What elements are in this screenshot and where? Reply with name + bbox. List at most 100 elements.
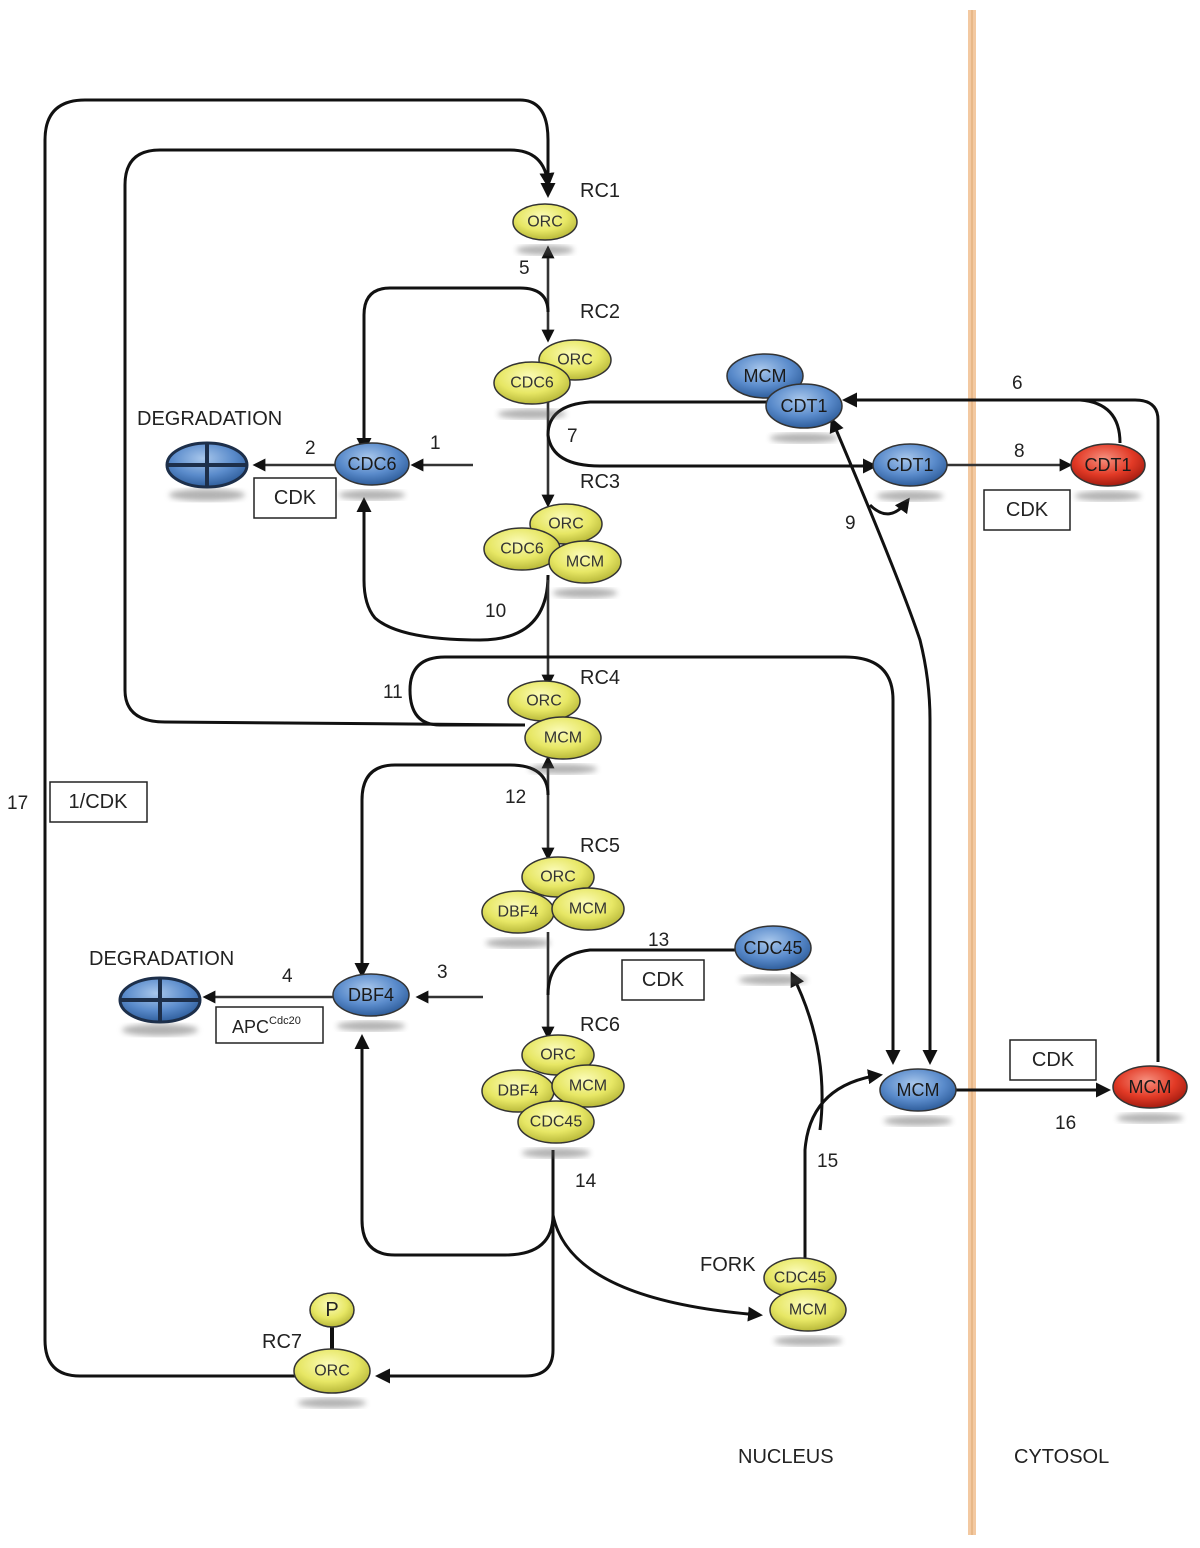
mcm-nucleus-node: MCM: [879, 1068, 957, 1126]
apc-label: APCCdc20: [232, 1015, 301, 1037]
rc5-dbf4-label: DBF4: [498, 904, 539, 921]
rc7-orc-label: ORC: [314, 1363, 350, 1380]
rc7-orc-node: ORC: [293, 1348, 371, 1408]
degradation-label-1: DEGRADATION: [137, 408, 282, 430]
cdc6-free-label: CDC6: [347, 454, 396, 474]
reaction-16: 16: [1055, 1113, 1076, 1134]
fork-mcm-node: MCM: [769, 1288, 847, 1346]
svg-text:1/CDK: 1/CDK: [69, 791, 129, 813]
cdk-box-13: CDK: [621, 959, 705, 1001]
rc1-orc-label: ORC: [527, 214, 563, 231]
mcm-cdt1-cdt1-node: CDT1: [765, 383, 843, 443]
rc6-orc-label: ORC: [540, 1047, 576, 1064]
rc6-orc-node: ORC: [521, 1034, 595, 1076]
edge-cdt1-mcm: [829, 417, 938, 1065]
cytosol-label: CYTOSOL: [1014, 1446, 1109, 1468]
rc4-mcm-node: MCM: [524, 716, 602, 774]
edge-12-dbf4: [354, 763, 550, 978]
rc6-dbf4-label: DBF4: [498, 1083, 539, 1100]
rc1-orc-node: ORC: [512, 203, 578, 255]
cdk-box-8: CDK: [983, 489, 1071, 531]
mcm-cdt1-mcm-label: MCM: [744, 366, 787, 386]
mcm-nucleus-label: MCM: [897, 1080, 940, 1100]
edge-7: [546, 400, 768, 468]
rc3-orc-label: ORC: [548, 516, 584, 533]
rc6-mcm-label: MCM: [569, 1078, 607, 1095]
mcm-cytosol-label: MCM: [1129, 1077, 1172, 1097]
edge-6-cdt1: [1079, 398, 1122, 444]
cdt1-nucleus-label: CDT1: [886, 455, 933, 475]
rc5-label: RC5: [580, 835, 620, 857]
fork-label: FORK: [700, 1254, 756, 1276]
edge-15-cdc45: [790, 971, 824, 1131]
rc6-mcm-node: MCM: [551, 1064, 625, 1108]
rc3-mcm-node: MCM: [548, 540, 622, 598]
reaction-2: 2: [305, 438, 316, 459]
rc5-orc-label: ORC: [540, 869, 576, 886]
rc7-p-label: P: [325, 1299, 338, 1321]
rc4-orc-node: ORC: [507, 680, 581, 722]
rc7-p-node: P: [309, 1292, 355, 1328]
reaction-10: 10: [485, 601, 506, 622]
reaction-6: 6: [1012, 373, 1023, 394]
rc2-orc-label: ORC: [557, 352, 593, 369]
rc3-cdc6-label: CDC6: [500, 541, 544, 558]
rc5-orc-node: ORC: [521, 856, 595, 898]
reaction-3: 3: [437, 962, 448, 983]
rc2-label: RC2: [580, 301, 620, 323]
fork-cdc45-label: CDC45: [774, 1270, 827, 1287]
edge-10: [356, 497, 550, 642]
reaction-1: 1: [430, 433, 441, 454]
cdc6-free-node: CDC6: [334, 442, 410, 500]
reaction-5: 5: [519, 258, 530, 279]
apc-cdc20-box: APCCdc20: [215, 1006, 324, 1044]
rc4-mcm-label: MCM: [544, 730, 582, 747]
degradation-icon-2: [118, 976, 202, 1036]
degradation-icon-1: [165, 441, 249, 501]
dbf4-free-label: DBF4: [348, 985, 394, 1005]
edge-6: [842, 392, 1160, 1062]
reaction-8: 8: [1014, 441, 1025, 462]
svg-text:CDK: CDK: [1032, 1049, 1075, 1071]
cdt1-nucleus-node: CDT1: [872, 443, 948, 501]
reaction-17: 17: [7, 793, 28, 814]
inverse-cdk-box: 1/CDK: [49, 781, 148, 823]
reaction-9: 9: [845, 513, 856, 534]
rc6-cdc45-label: CDC45: [530, 1114, 583, 1131]
svg-text:CDK: CDK: [1006, 499, 1049, 521]
reaction-13: 13: [648, 930, 669, 951]
reaction-14: 14: [575, 1171, 597, 1192]
svg-text:CDK: CDK: [642, 969, 685, 991]
rc5-mcm-label: MCM: [569, 901, 607, 918]
cdt1-cytosol-label: CDT1: [1084, 455, 1131, 475]
edge-17: [43, 98, 556, 1378]
fork-cdc45-node: CDC45: [763, 1257, 837, 1299]
cdc45-free-label: CDC45: [743, 938, 802, 958]
edge-11-mcm: [408, 655, 901, 1065]
edge-14-fork: [551, 1214, 763, 1322]
reaction-4: 4: [282, 966, 293, 987]
rc4-orc-label: ORC: [526, 693, 562, 710]
rc5-mcm-node: MCM: [551, 887, 625, 931]
mcm-cdt1-cdt1-label: CDT1: [780, 396, 827, 416]
rc5-dbf4-node: DBF4: [481, 890, 555, 948]
rc7-label: RC7: [262, 1331, 302, 1353]
rc2-cdc6-node: CDC6: [493, 361, 571, 419]
rc3-mcm-label: MCM: [566, 554, 604, 571]
cdk-box-2: CDK: [253, 477, 337, 519]
cdt1-cytosol-node: CDT1: [1070, 443, 1146, 501]
degradation-label-2: DEGRADATION: [89, 948, 234, 970]
rc1-label: RC1: [580, 180, 620, 202]
dbf4-free-node: DBF4: [332, 973, 410, 1031]
rc6-label: RC6: [580, 1014, 620, 1036]
edge-14-rc7: [375, 1215, 555, 1384]
rc6-cdc45-node: CDC45: [517, 1100, 595, 1158]
rc4-label: RC4: [580, 667, 620, 689]
reaction-7: 7: [567, 426, 578, 447]
rc3-label: RC3: [580, 471, 620, 493]
edge-9: [868, 497, 910, 516]
rc3-cdc6-node: CDC6: [483, 527, 561, 571]
fork-mcm-label: MCM: [789, 1302, 827, 1319]
